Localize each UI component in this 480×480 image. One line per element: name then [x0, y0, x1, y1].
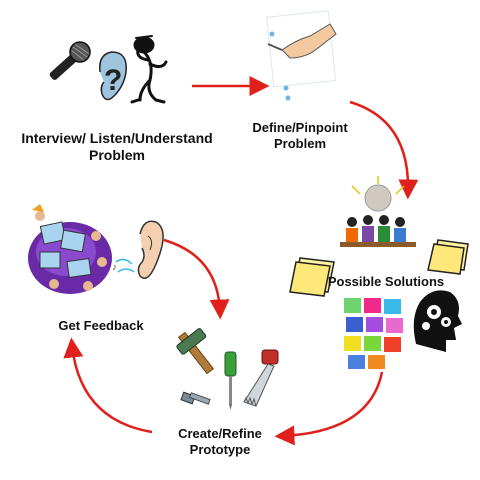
step-label-define: Define/Pinpoint Problem: [230, 120, 370, 152]
step-label-line1: Possible Solutions: [327, 274, 445, 289]
arrow-define-to-solutions: [349, 100, 419, 200]
colorful-notes-grid-icon: [344, 298, 403, 369]
svg-text:♪: ♪: [112, 262, 117, 273]
saw-icon: [243, 349, 279, 407]
crowd-feedback-icon: [28, 204, 112, 294]
team-meeting-icon: [340, 176, 416, 247]
step-label-solutions: Possible Solutions: [326, 274, 446, 290]
screwdriver-icon: [224, 351, 237, 410]
ear-icon: ♪: [112, 220, 164, 279]
step-label-line2: Prototype: [189, 442, 251, 457]
arrow-solutions-to-create: [274, 371, 384, 446]
sticky-notes-icon: [289, 239, 469, 297]
pointing-hand-icon: [266, 10, 337, 101]
step-label-line2: Problem: [273, 136, 326, 151]
step-label-line1: Define/Pinpoint: [252, 120, 348, 135]
step-label-feedback: Get Feedback: [46, 318, 156, 334]
microphone-icon: [49, 41, 91, 80]
step-label-line1: Interview/ Listen/Understand: [21, 130, 213, 146]
step-label-line1: Get Feedback: [58, 318, 144, 333]
arrow-feedback-to-create: [163, 238, 230, 320]
question-ear-icon: ?: [99, 51, 127, 101]
step-label-line1: Create/Refine: [178, 426, 262, 441]
arrow-create-to-feedback: [63, 337, 153, 434]
svg-text:?: ?: [104, 64, 122, 97]
bolt-icon: [180, 391, 211, 405]
gears-head-icon: [413, 290, 462, 352]
thinking-figure-icon: [130, 35, 168, 104]
step-label-interview: Interview/ Listen/Understand Problem: [8, 130, 226, 164]
step-label-line2: Problem: [88, 147, 145, 163]
hammer-icon: [176, 328, 215, 375]
step-label-create: Create/Refine Prototype: [160, 426, 280, 458]
